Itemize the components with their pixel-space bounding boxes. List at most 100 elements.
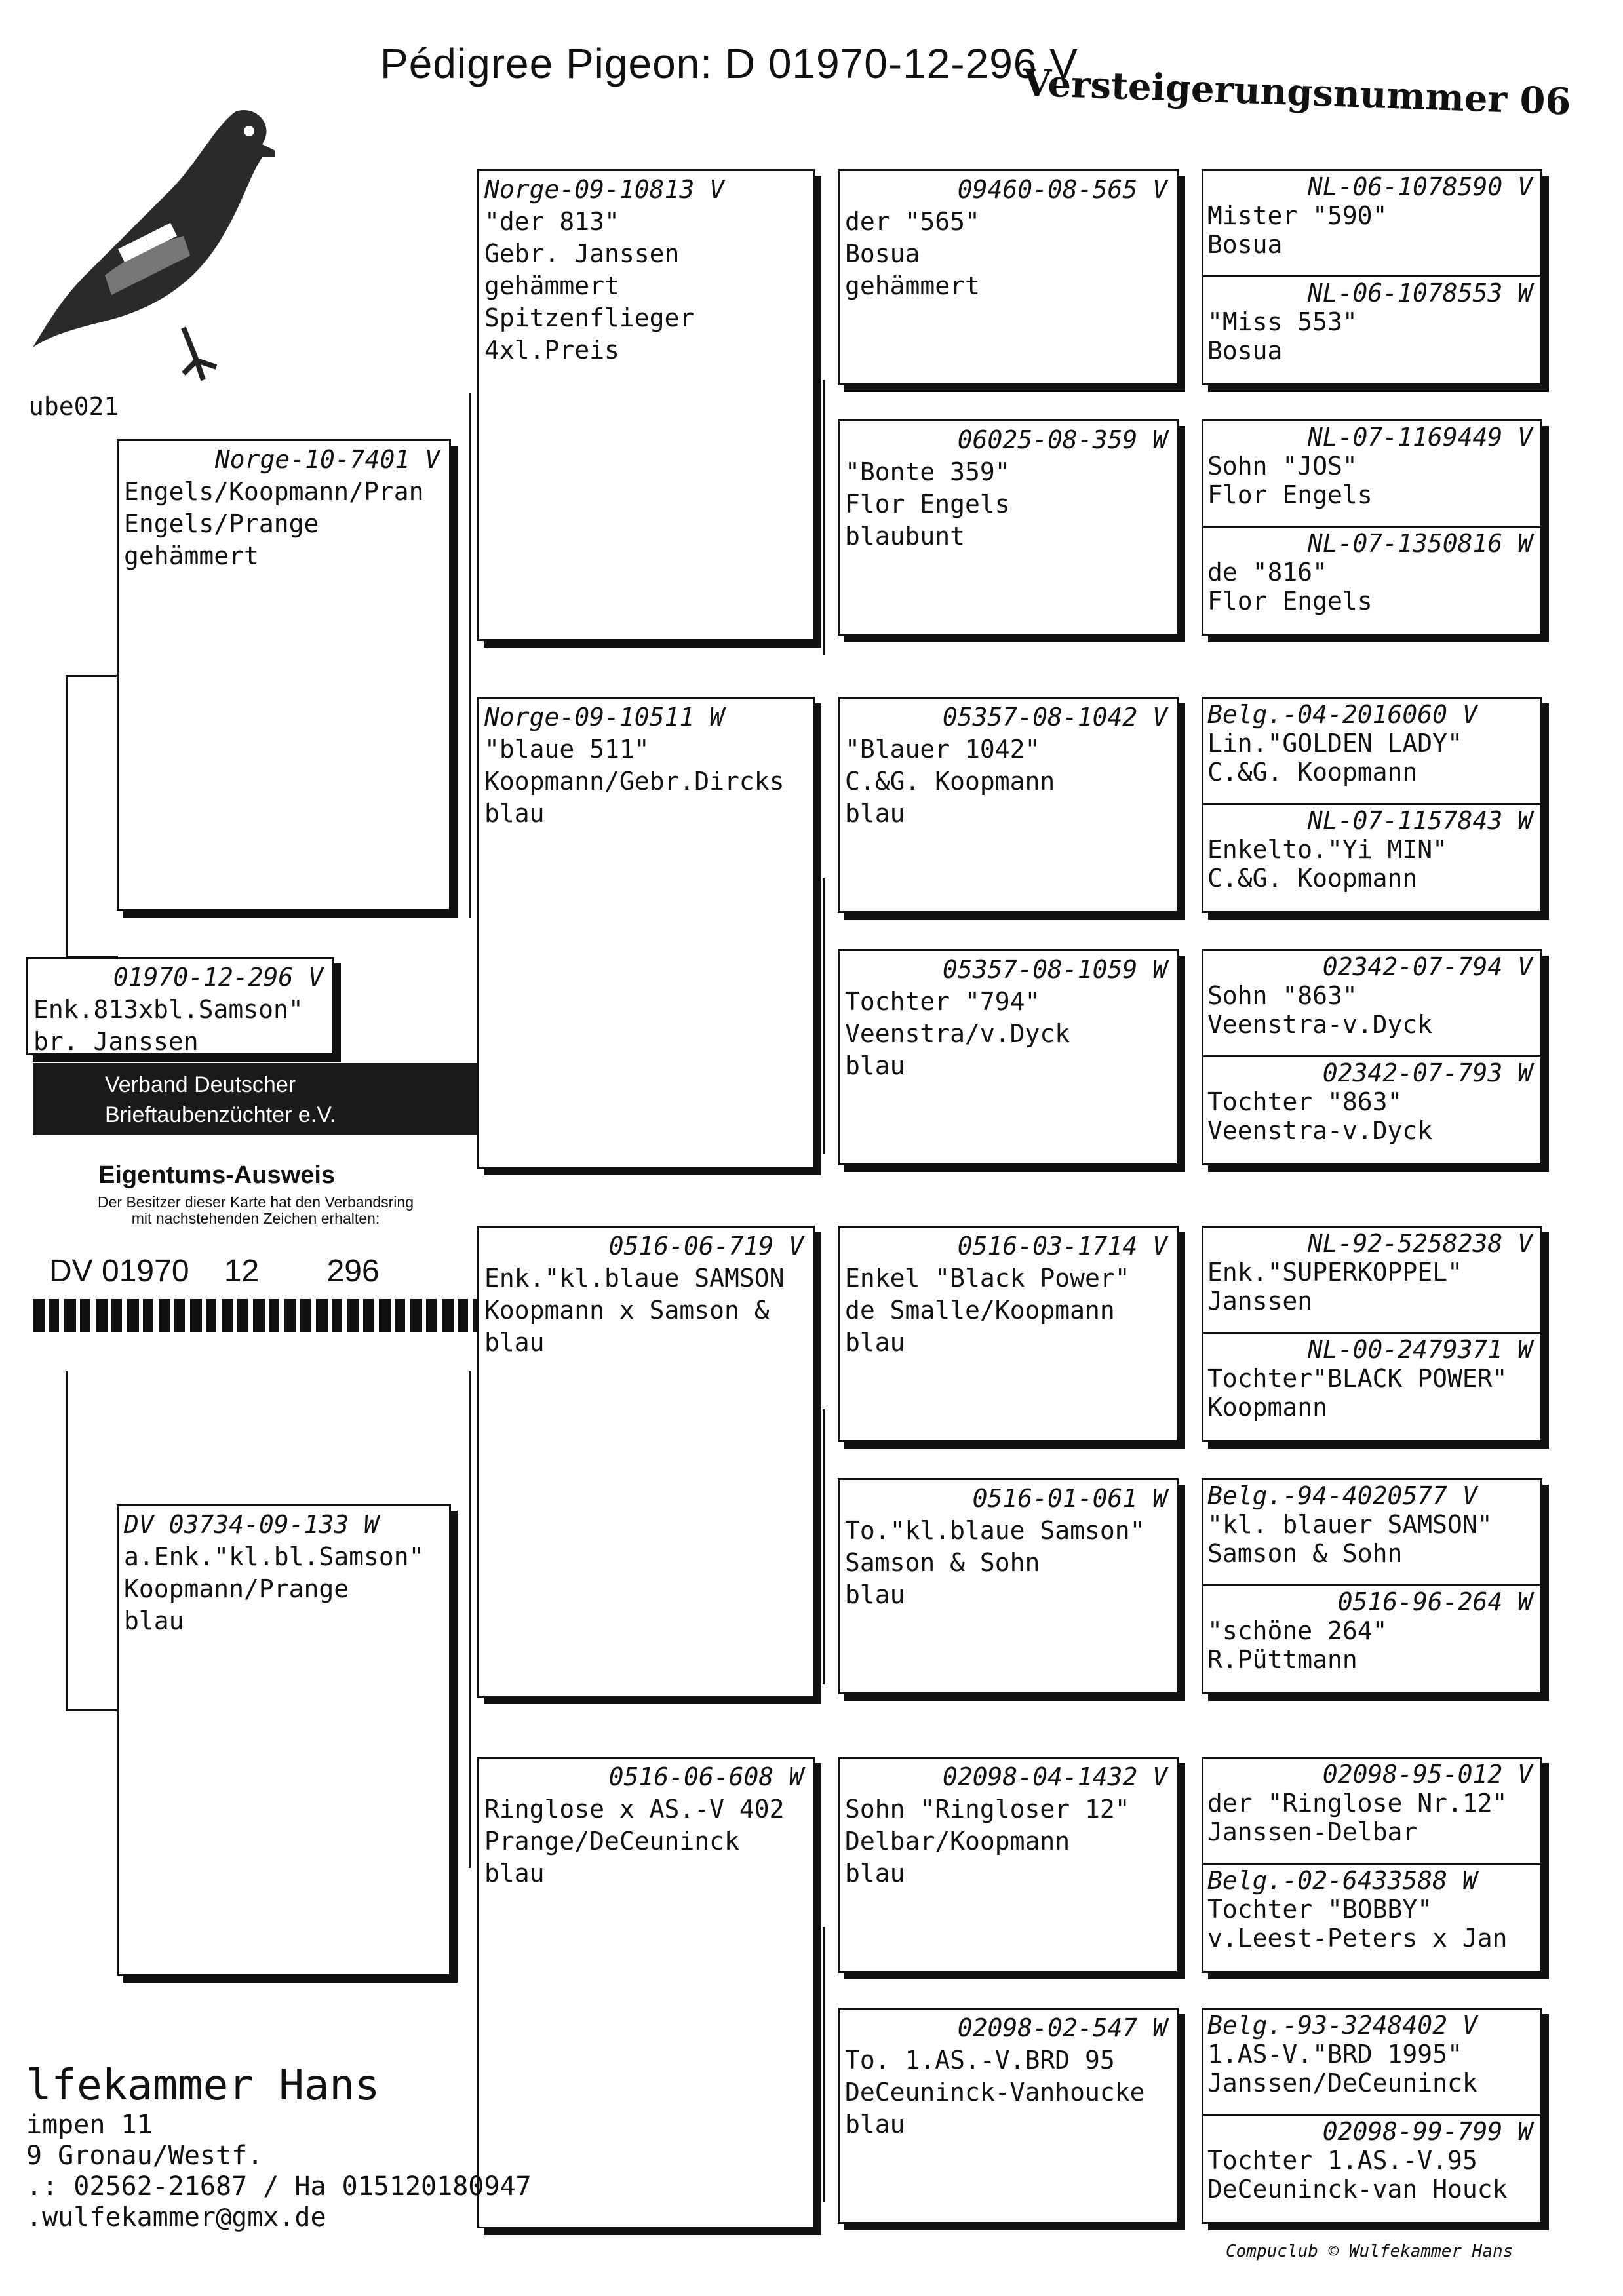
great-grandparent-box: 0516-03-1714 V Enkel "Black Power" de Sm… [838, 1226, 1179, 1442]
ggg-line: Tochter "BOBBY" [1207, 1895, 1536, 1924]
side-label: ube021 [29, 392, 119, 421]
ggg-line: Bosua [1207, 336, 1536, 365]
ggg-line: Koopmann [1207, 1393, 1536, 1422]
connector [823, 380, 825, 655]
father-line: gehämmert [124, 540, 444, 572]
great-grandparent-line: "Bonte 359" [845, 456, 1171, 488]
grandparent-line: 4xl.Preis [484, 334, 808, 366]
ggg-pair-box: Belg.-94-4020577 V "kl. blauer SAMSON" S… [1202, 1478, 1542, 1694]
great-grandparent-line: "Blauer 1042" [845, 733, 1171, 766]
connector [469, 1344, 471, 1868]
ggg-line: Samson & Sohn [1207, 1539, 1536, 1568]
ggg-ring: NL-00-2479371 W [1207, 1335, 1536, 1364]
connector [66, 675, 68, 957]
ggg-line: C.&G. Koopmann [1207, 864, 1536, 893]
grandparent-line: blau [484, 1858, 808, 1890]
grandparent-line: Koopmann/Gebr.Dircks [484, 766, 808, 798]
card-ring-prefix: DV [49, 1254, 93, 1289]
ggg-line: "kl. blauer SAMSON" [1207, 1510, 1536, 1539]
great-grandparent-box: 09460-08-565 V der "565" Bosua gehämmert [838, 169, 1179, 385]
copyright-note: Compuclub © Wulfekammer Hans [1226, 2242, 1513, 2261]
ggg-pair-box: 02098-95-012 V der "Ringlose Nr.12" Jans… [1202, 1757, 1542, 1973]
ggg-female: NL-00-2479371 W Tochter"BLACK POWER" Koo… [1203, 1334, 1540, 1440]
ggg-female: NL-07-1350816 W de "816" Flor Engels [1203, 528, 1540, 634]
great-grandparent-line: de Smalle/Koopmann [845, 1294, 1171, 1327]
great-grandparent-box: 05357-08-1042 V "Blauer 1042" C.&G. Koop… [838, 697, 1179, 913]
connector [823, 1927, 825, 2202]
card-ring-number: DV 01970 12 296 [49, 1253, 475, 1289]
ggg-male: Belg.-94-4020577 V "kl. blauer SAMSON" S… [1203, 1480, 1540, 1586]
ggg-line: Enk."SUPERKOPPEL" [1207, 1258, 1536, 1287]
father-box: Norge-10-7401 V Engels/Koopmann/Pran Eng… [117, 439, 451, 911]
subject-breeder: br. Janssen [33, 1026, 327, 1055]
ggg-ring: 0516-96-264 W [1207, 1587, 1536, 1616]
mother-line: a.Enk."kl.bl.Samson" [124, 1541, 444, 1573]
card-subtitle-line1: Der Besitzer dieser Karte hat den Verban… [33, 1194, 479, 1211]
grandparent-line: blau [484, 798, 808, 830]
ggg-line: Veenstra-v.Dyck [1207, 1010, 1536, 1039]
ggg-pair-box: NL-07-1169449 V Sohn "JOS" Flor Engels N… [1202, 419, 1542, 636]
ggg-pair-box: NL-06-1078590 V Mister "590" Bosua NL-06… [1202, 169, 1542, 385]
ggg-female: NL-07-1157843 W Enkelto."Yi MIN" C.&G. K… [1203, 805, 1540, 911]
ggg-line: Flor Engels [1207, 480, 1536, 509]
card-subtitle: Der Besitzer dieser Karte hat den Verban… [33, 1194, 479, 1227]
connector [823, 1409, 825, 1684]
grandparent-line: "der 813" [484, 206, 808, 238]
ggg-line: 1.AS-V."BRD 1995" [1207, 2040, 1536, 2069]
great-grandparent-line: blau [845, 1327, 1171, 1359]
ggg-line: Enkelto."Yi MIN" [1207, 835, 1536, 864]
card-title: Eigentums-Ausweis [98, 1161, 335, 1190]
card-header: Verband Deutscher Brieftaubenzüchter e.V… [33, 1063, 479, 1135]
ggg-line: R.Püttmann [1207, 1645, 1536, 1674]
grandparent-line: Prange/DeCeuninck [484, 1825, 808, 1858]
ggg-line: Janssen/DeCeuninck [1207, 2069, 1536, 2097]
great-grandparent-ring: 02098-02-547 W [845, 2012, 1171, 2044]
great-grandparent-line: blau [845, 798, 1171, 830]
connector [66, 675, 118, 677]
page-title: Pédigree Pigeon: D 01970-12-296 V [380, 39, 1078, 88]
breeder-email: .wulfekammer@gmx.de [26, 2202, 532, 2233]
ggg-female: 02342-07-793 W Tochter "863" Veenstra-v.… [1203, 1057, 1540, 1163]
mother-line: Koopmann/Prange [124, 1573, 444, 1605]
grandparent-line: gehämmert [484, 270, 808, 302]
ggg-line: der "Ringlose Nr.12" [1207, 1789, 1536, 1818]
ggg-line: v.Leest-Peters x Jan [1207, 1924, 1536, 1953]
grandparent-ring: 0516-06-608 W [484, 1761, 808, 1793]
great-grandparent-line: gehämmert [845, 270, 1171, 302]
ggg-ring: Belg.-02-6433588 W [1207, 1866, 1536, 1895]
great-grandparent-line: Samson & Sohn [845, 1547, 1171, 1579]
ggg-line: Sohn "JOS" [1207, 452, 1536, 480]
ggg-male: 02342-07-794 V Sohn "863" Veenstra-v.Dyc… [1203, 951, 1540, 1057]
great-grandparent-box: 02098-04-1432 V Sohn "Ringloser 12" Delb… [838, 1757, 1179, 1973]
connector [469, 393, 471, 918]
connector [66, 1709, 118, 1711]
card-org-line2: Brieftaubenzüchter e.V. [105, 1100, 479, 1130]
great-grandparent-line: blaubunt [845, 520, 1171, 553]
great-grandparent-line: Bosua [845, 238, 1171, 270]
ggg-line: Lin."GOLDEN LADY" [1207, 729, 1536, 758]
ggg-ring: Belg.-93-3248402 V [1207, 2011, 1536, 2040]
breeder-phone: .: 02562-21687 / Ha 015120180947 [26, 2171, 532, 2202]
great-grandparent-line: blau [845, 2109, 1171, 2141]
ggg-male: Belg.-04-2016060 V Lin."GOLDEN LADY" C.&… [1203, 699, 1540, 805]
ggg-female: NL-06-1078553 W "Miss 553" Bosua [1203, 277, 1540, 383]
card-org-line1: Verband Deutscher [105, 1070, 479, 1100]
great-grandparent-ring: 05357-08-1042 V [845, 701, 1171, 733]
ggg-line: Tochter"BLACK POWER" [1207, 1364, 1536, 1393]
ggg-male: NL-07-1169449 V Sohn "JOS" Flor Engels [1203, 421, 1540, 528]
great-grandparent-line: Flor Engels [845, 488, 1171, 520]
auction-number: Versteigerungsnummer 06 [1022, 61, 1571, 123]
great-grandparent-box: 06025-08-359 W "Bonte 359" Flor Engels b… [838, 419, 1179, 636]
great-grandparent-line: Sohn "Ringloser 12" [845, 1793, 1171, 1825]
mother-box: DV 03734-09-133 W a.Enk."kl.bl.Samson" K… [117, 1504, 451, 1976]
ggg-pair-box: 02342-07-794 V Sohn "863" Veenstra-v.Dyc… [1202, 949, 1542, 1165]
connector [66, 1363, 68, 1711]
great-grandparent-ring: 02098-04-1432 V [845, 1761, 1171, 1793]
card-subtitle-line2: mit nachstehenden Zeichen erhalten: [33, 1211, 479, 1227]
ggg-pair-box: Belg.-93-3248402 V 1.AS-V."BRD 1995" Jan… [1202, 2008, 1542, 2224]
subject-name: Enk.813xbl.Samson" [33, 994, 327, 1026]
ggg-ring: 02342-07-794 V [1207, 952, 1536, 981]
ggg-ring: Belg.-94-4020577 V [1207, 1481, 1536, 1510]
ggg-line: "Miss 553" [1207, 307, 1536, 336]
ggg-line: de "816" [1207, 558, 1536, 587]
